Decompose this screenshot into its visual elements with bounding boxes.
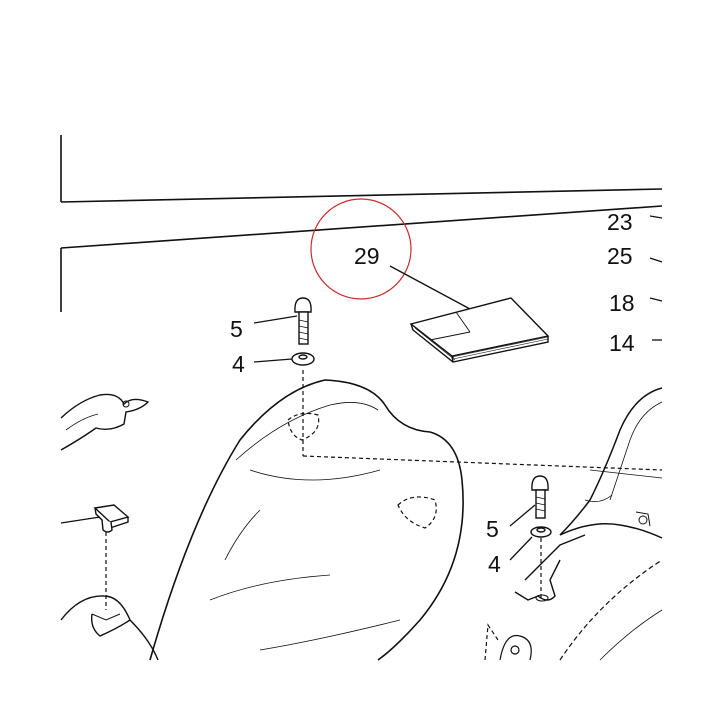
seat-body xyxy=(149,379,464,661)
callout-leaders-right xyxy=(649,215,663,341)
panel-frame xyxy=(60,135,663,312)
callout-5-lower: 5 xyxy=(486,516,499,542)
leader-4-lower xyxy=(509,536,533,561)
bottom-partial-parts xyxy=(484,559,663,661)
washer-upper xyxy=(291,352,315,366)
callout-29: 29 xyxy=(354,243,380,269)
left-bracket xyxy=(60,393,150,451)
callout-25: 25 xyxy=(607,243,633,269)
right-fender xyxy=(559,387,663,539)
left-lower-bracket xyxy=(60,595,159,661)
leader-4-upper xyxy=(253,358,293,363)
callout-5-upper: 5 xyxy=(230,316,243,342)
leader-5-lower xyxy=(509,504,536,527)
seat-mount-holes xyxy=(287,370,663,529)
callout-4-upper: 4 xyxy=(232,351,245,377)
callout-14: 14 xyxy=(609,330,635,356)
highlight-circle xyxy=(310,198,412,300)
manual-booklet xyxy=(409,297,550,363)
leader-clip-left xyxy=(60,516,101,524)
callout-23: 23 xyxy=(607,209,633,235)
right-lower-bracket xyxy=(514,534,586,602)
callout-18: 18 xyxy=(609,290,635,316)
leader-5-upper xyxy=(253,315,298,324)
washer-lower xyxy=(530,526,552,538)
bolt-upper xyxy=(294,297,312,345)
clip-nut-left xyxy=(93,504,130,533)
bolt-lower xyxy=(531,475,549,519)
callout-4-lower: 4 xyxy=(488,551,501,577)
leader-29 xyxy=(389,265,471,310)
